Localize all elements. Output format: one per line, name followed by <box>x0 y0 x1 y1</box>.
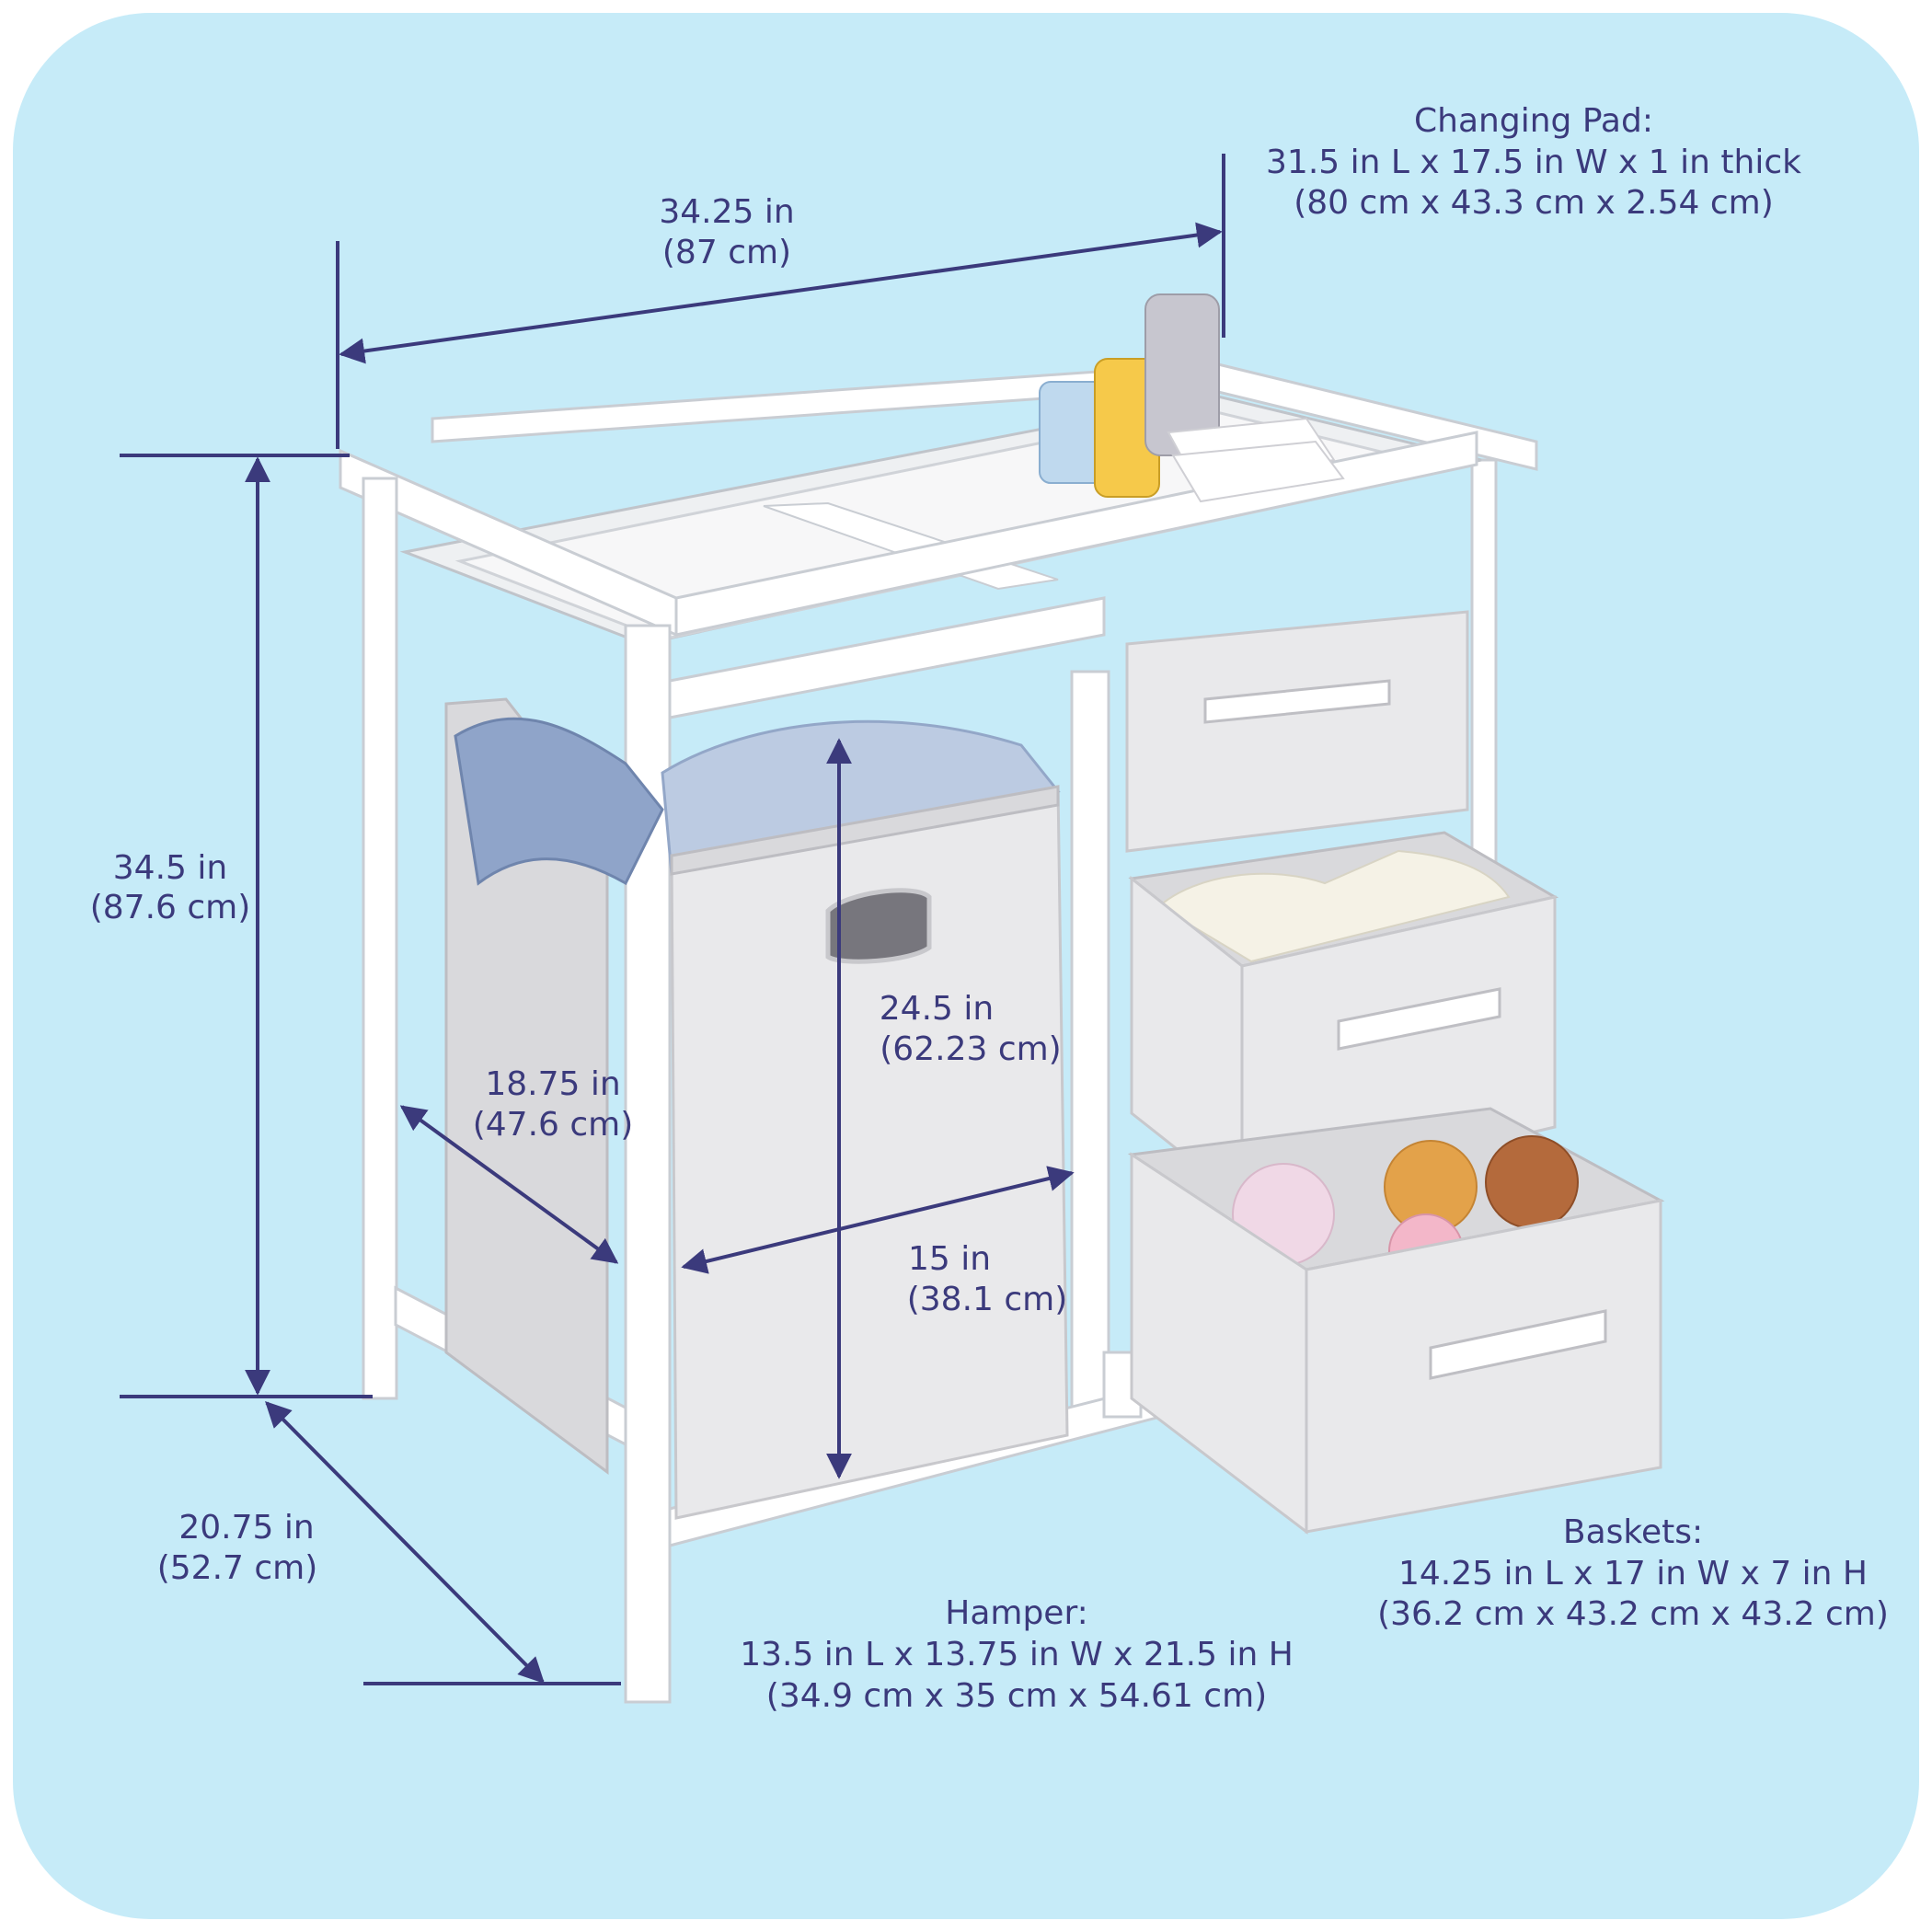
changing-pad-title: Changing Pad: <box>1414 102 1653 140</box>
overall-height-metric: (87.6 cm) <box>90 889 251 926</box>
overall-height-imperial: 34.5 in <box>113 849 227 887</box>
baskets-title: Baskets: <box>1563 1513 1703 1551</box>
overall-depth-label: 20.75 in (52.7 cm) <box>157 1509 318 1587</box>
hamper-height-imperial: 24.5 in <box>880 990 994 1028</box>
overall-width-imperial: 34.25 in <box>659 193 794 231</box>
hamper-height-metric: (62.23 cm) <box>880 1030 1061 1068</box>
changing-table-illustration <box>339 293 1665 1704</box>
hamper-depth-imperial: 18.75 in <box>485 1065 620 1103</box>
hamper-callout: Hamper: 13.5 in L x 13.75 in W x 21.5 in… <box>740 1594 1294 1715</box>
baskets-imperial: 14.25 in L x 17 in W x 7 in H <box>1398 1555 1868 1593</box>
hamper-title: Hamper: <box>945 1594 1088 1632</box>
overall-height-label: 34.5 in (87.6 cm) <box>90 849 251 926</box>
hamper-width-label: 15 in (38.1 cm) <box>907 1240 1068 1318</box>
changing-pad-imperial: 31.5 in L x 17.5 in W x 1 in thick <box>1266 144 1801 181</box>
changing-pad-callout: Changing Pad: 31.5 in L x 17.5 in W x 1 … <box>1266 102 1801 222</box>
dimension-lines <box>120 154 1225 1685</box>
changing-pad-metric: (80 cm x 43.3 cm x 2.54 cm) <box>1294 184 1774 222</box>
baskets-callout: Baskets: 14.25 in L x 17 in W x 7 in H (… <box>1377 1513 1889 1633</box>
hamper-width-imperial: 15 in <box>908 1240 991 1278</box>
hamper-width-metric: (38.1 cm) <box>907 1281 1068 1318</box>
hamper-height-label: 24.5 in (62.23 cm) <box>880 990 1062 1068</box>
overall-depth-imperial: 20.75 in <box>178 1509 314 1547</box>
overall-depth-metric: (52.7 cm) <box>157 1549 318 1587</box>
hamper-imperial: 13.5 in L x 13.75 in W x 21.5 in H <box>740 1636 1294 1673</box>
baskets-metric: (36.2 cm x 43.2 cm x 43.2 cm) <box>1377 1595 1889 1633</box>
hamper-depth-metric: (47.6 cm) <box>473 1106 634 1144</box>
dimension-arrow <box>681 1166 1075 1274</box>
dimension-arrow <box>339 222 1223 364</box>
hamper-metric: (34.9 cm x 35 cm x 54.61 cm) <box>766 1677 1267 1715</box>
overall-width-label: 34.25 in (87 cm) <box>659 193 794 271</box>
dimension-arrow <box>265 1401 545 1684</box>
hamper-depth-label: 18.75 in (47.6 cm) <box>473 1065 634 1144</box>
overall-width-metric: (87 cm) <box>662 234 791 271</box>
dimension-arrow <box>399 1105 619 1264</box>
